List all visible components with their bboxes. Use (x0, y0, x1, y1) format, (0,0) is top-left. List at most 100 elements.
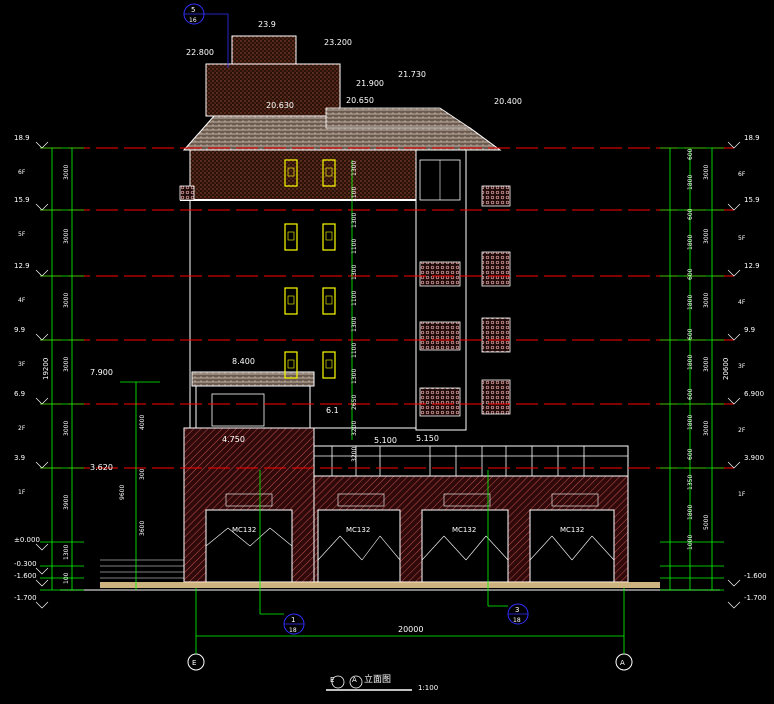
right-dim1-3: 1800 (687, 235, 694, 250)
left-level-0: 18.9 (14, 134, 30, 142)
level-slab-b: 5.100 (374, 436, 397, 445)
center-dim-10: 3200 (351, 421, 358, 436)
window-2-1 (322, 287, 336, 315)
view-title: 立面图 (364, 673, 391, 685)
right-dim1-8: 600 (687, 388, 694, 400)
shop-label-4: MC132 (560, 526, 584, 534)
left-dim-5: 3900 (63, 495, 70, 510)
left-level-9: -1.700 (14, 594, 37, 602)
right-level-mark-7 (727, 601, 741, 609)
level-eave-d: 20.630 (266, 101, 294, 110)
right-dim1-6: 600 (687, 328, 694, 340)
right-dim1-1: 1800 (687, 175, 694, 190)
right-floor-3: 3F (738, 363, 746, 370)
right-dim1-11: 1350 (687, 475, 694, 490)
right-levels: 18.915.912.99.96.9003.900-1.600-1.7006F5… (727, 134, 767, 609)
left-floor-5: 1F (18, 489, 26, 496)
window-2-0 (284, 287, 298, 315)
left-level-mark-5 (35, 461, 49, 469)
level-canopy: 3.620 (90, 463, 113, 472)
left-level-mark-2 (35, 269, 49, 277)
right-level-0: 18.9 (744, 134, 760, 142)
window-pane-0-0 (287, 167, 295, 177)
left-level-mark-7 (35, 567, 49, 575)
left-floor-0: 6F (18, 169, 26, 176)
window-3-1 (322, 351, 336, 379)
left-level-4: 6.9 (14, 390, 25, 398)
right-level-2: 12.9 (744, 262, 760, 270)
shop-label-2: MC132 (346, 526, 370, 534)
right-dim2-5: 5000 (703, 515, 710, 530)
left-level-6: ±0.000 (14, 536, 40, 544)
level-eave-c: 20.650 (346, 96, 374, 105)
right-dim2-4: 3000 (703, 421, 710, 436)
center-dim-11: 3200 (351, 447, 358, 462)
labels: 18.96F15.95F12.94F9.93F6.92F3.91F±0.000-… (14, 20, 767, 692)
center-dim-1: 1100 (351, 187, 358, 202)
left-level-7: -0.300 (14, 560, 37, 568)
left-dim-mid3: 3600 (139, 521, 146, 536)
left-level-mark-8 (35, 579, 49, 587)
level-eave-b: 21.730 (398, 70, 426, 79)
center-dimensions: 1300110013001100130011001300110013002650… (351, 161, 358, 462)
right-floor-2: 4F (738, 299, 746, 306)
right-level-mark-1 (727, 203, 741, 211)
windows (284, 159, 336, 379)
center-dim-7: 1100 (351, 343, 358, 358)
left-level-mark-0 (35, 141, 49, 149)
dimension-lines (40, 147, 724, 591)
overall-width: 20000 (398, 625, 423, 634)
left-dim-7: 100 (63, 572, 70, 584)
right-dim2-0: 3000 (703, 165, 710, 180)
level-roof-top: 23.9 (258, 20, 276, 29)
callouts: 5 16 1 18 3 18 E A (183, 3, 633, 691)
right-dim2-3: 3000 (703, 357, 710, 372)
right-level-mark-5 (727, 461, 741, 469)
left-levels: 18.96F15.95F12.94F9.93F6.92F3.91F±0.000-… (14, 134, 49, 609)
right-level-1: 15.9 (744, 196, 760, 204)
level-slab-c: 5.150 (416, 434, 439, 443)
right-dim1-12: 1800 (687, 505, 694, 520)
callout-2-top: 1 (291, 616, 295, 624)
right-dim1-13: 1000 (687, 535, 694, 550)
callout-1-bottom: 16 (189, 17, 197, 24)
right-level-3: 9.9 (744, 326, 755, 334)
center-dim-3: 1100 (351, 239, 358, 254)
window-pane-3-0 (287, 359, 295, 369)
right-dim1-9: 1800 (687, 415, 694, 430)
center-dim-4: 1300 (351, 265, 358, 280)
grid-bubble-left: E (192, 659, 196, 667)
left-dim-mid: 4000 (139, 415, 146, 430)
left-level-5: 3.9 (14, 454, 25, 462)
window-pane-1-1 (325, 231, 333, 241)
window-pane-3-1 (325, 359, 333, 369)
level-podium-eave: 7.900 (90, 368, 113, 377)
right-floor-1: 5F (738, 235, 746, 242)
right-level-6: -1.600 (744, 572, 767, 580)
shop-label-3: MC132 (452, 526, 476, 534)
right-level-5: 3.900 (744, 454, 764, 462)
window-pane-2-1 (325, 295, 333, 305)
level-eave-e: 20.400 (494, 97, 522, 106)
left-level-1: 15.9 (14, 196, 30, 204)
left-dim-1: 3000 (63, 229, 70, 244)
left-dim-0: 3000 (63, 165, 70, 180)
left-level-8: -1.600 (14, 572, 37, 580)
title-grid-to: A (352, 676, 357, 684)
right-floor-0: 6F (738, 171, 746, 178)
right-dim1-5: 1800 (687, 295, 694, 310)
center-dim-0: 1300 (351, 161, 358, 176)
grid-bubble-right: A (620, 659, 625, 667)
left-level-3: 9.9 (14, 326, 25, 334)
left-dim-mid4: 300 (139, 468, 146, 480)
center-dim-2: 1300 (351, 213, 358, 228)
window-1-1 (322, 223, 336, 251)
window-pane-1-0 (287, 231, 295, 241)
callout-3-bottom: 18 (513, 617, 521, 624)
right-dim1-7: 1800 (687, 355, 694, 370)
right-dim1-0: 600 (687, 148, 694, 160)
right-floor-5: 1F (738, 491, 746, 498)
window-0-0 (284, 159, 298, 187)
